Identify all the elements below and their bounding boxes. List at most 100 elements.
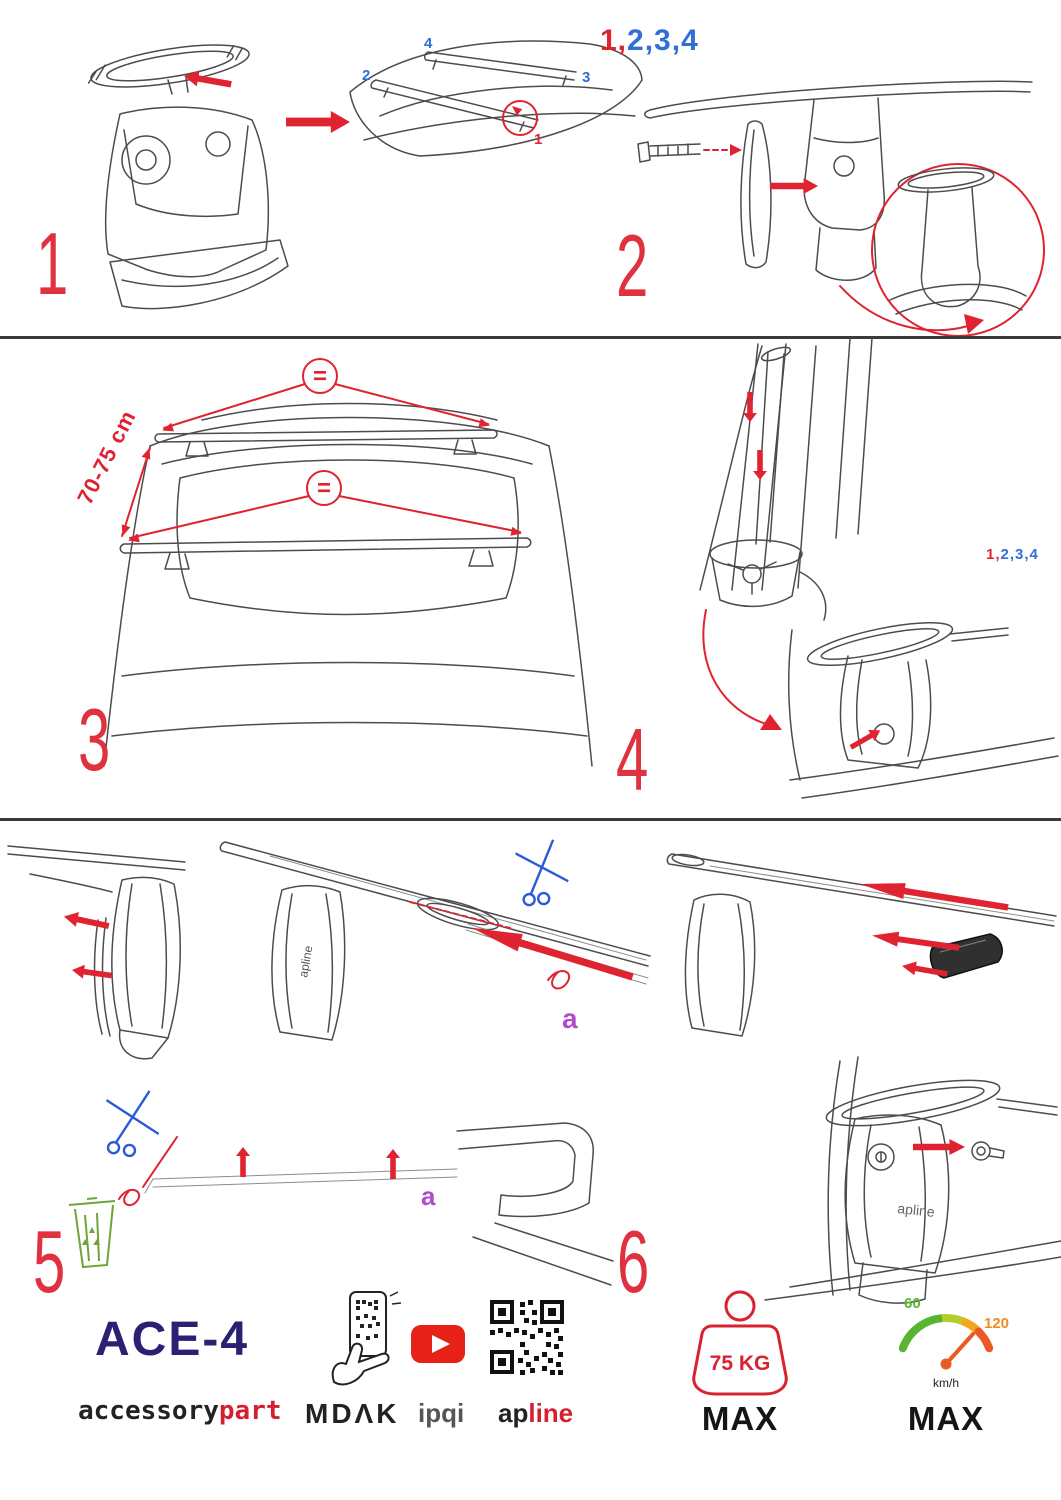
red-dashed-guide <box>409 901 511 929</box>
bar-and-foot-drawing <box>644 80 1033 281</box>
bar-drawing <box>825 1079 1058 1127</box>
brand-mdak: MDΛK <box>305 1398 400 1429</box>
trash-bin-icon <box>68 1197 116 1269</box>
bar-drawing <box>219 841 651 967</box>
bar-distance-measure: 70-75 cm <box>72 406 154 538</box>
sequence-blue: 2,3,4 <box>1000 546 1039 563</box>
detail-closeup-drawing <box>889 167 1027 315</box>
cut-line <box>142 1136 178 1188</box>
red-arrow <box>753 450 767 480</box>
step1-foot-assembly-diagram <box>87 44 350 310</box>
foot-highlight-circle <box>502 100 538 136</box>
rubber-strip-insert-diagram: apline a <box>219 839 651 1041</box>
brand-apline: apline <box>498 1398 573 1429</box>
crossbar-upper <box>154 429 498 457</box>
sequence-red: 1, <box>600 24 628 57</box>
crossbar-lower <box>119 537 532 570</box>
hand-icon <box>331 1342 390 1386</box>
qr-code <box>490 1300 564 1375</box>
red-arrowhead <box>964 314 984 334</box>
scan-phone-icon <box>331 1291 402 1386</box>
red-arrowhead <box>760 714 782 730</box>
step-4-number: 4 <box>616 710 649 809</box>
step5-trim-strip-diagram: a <box>68 1090 614 1286</box>
bolt-drawing <box>637 141 701 163</box>
bar-channel-drawing <box>456 1122 614 1286</box>
sequence-red: 1, <box>986 546 1001 563</box>
brand-part-red: part <box>218 1396 282 1426</box>
end-cap-slide-diagram <box>666 853 1057 1037</box>
product-name: ACE-4 <box>95 1313 250 1366</box>
step-6-number: 6 <box>617 1212 650 1311</box>
car-rear-outline <box>103 402 593 767</box>
wedge-drawing <box>740 120 772 269</box>
crossbars-on-roof <box>370 51 577 132</box>
red-up-arrow <box>236 1147 250 1177</box>
red-curved-arrow <box>839 285 969 332</box>
red-up-arrow <box>386 1149 400 1179</box>
foot-drawing <box>684 893 756 1037</box>
phone-qr-pixels <box>356 1300 380 1340</box>
sequence-blue: 2,3,4 <box>627 24 699 57</box>
step-2-number: 2 <box>616 216 649 315</box>
equals-sign: = <box>313 363 327 390</box>
step4-tighten-diagram <box>699 337 1059 799</box>
red-arrow <box>858 876 1010 916</box>
speed-unit-label: km/h <box>933 1376 959 1390</box>
foot-drawing <box>7 845 186 1060</box>
max-weight-icon: 75 KG <box>692 1290 788 1396</box>
measure-label: 70-75 cm <box>72 406 141 508</box>
equal-overhang-lower: = <box>127 470 524 545</box>
bar-drawing <box>666 853 1057 927</box>
strip-label-a: a <box>421 1181 436 1211</box>
strip-label-a: a <box>562 1003 578 1034</box>
brand-ipqi: ipqi <box>418 1398 465 1428</box>
foot-seam-detail-diagram <box>7 845 186 1060</box>
foot-body-drawing <box>104 77 289 310</box>
red-arrow <box>62 909 111 934</box>
step-5-number: 5 <box>33 1212 66 1311</box>
car-roof-overview-diagram: 4 2 3 1 <box>349 35 643 157</box>
red-curved-arrow <box>702 609 767 725</box>
speed-max-label: MAX <box>907 1400 985 1437</box>
pillar-closeup-drawing <box>699 337 873 621</box>
max-weight-value: 75 KG <box>710 1352 771 1375</box>
scissors-icon <box>105 1090 160 1158</box>
foot-drawing <box>271 885 346 1041</box>
brand-line-red: line <box>528 1398 574 1428</box>
step3-spacing-diagram: = = 70-75 cm <box>72 358 593 767</box>
brand-accessory-black: accessory <box>78 1396 219 1426</box>
foot-drawing <box>764 1056 1061 1304</box>
step-3-number: 3 <box>78 690 111 789</box>
red-arrow <box>71 963 113 983</box>
red-arrow <box>770 178 818 194</box>
apline-brand-on-foot: apline <box>296 944 315 978</box>
brand-accessorypart: accessorypart <box>78 1396 282 1426</box>
scrap-coil-doodle <box>118 1188 140 1206</box>
speed-high-label: 120 <box>984 1315 1009 1332</box>
callout-3: 3 <box>582 69 590 86</box>
equals-sign: = <box>317 475 331 502</box>
youtube-icon <box>411 1325 465 1363</box>
red-arrowhead <box>730 144 742 156</box>
car-roof-outline <box>349 40 643 157</box>
callout-1: 1 <box>534 131 542 148</box>
speed-low-label: 60 <box>904 1295 921 1312</box>
step-1-number: 1 <box>36 214 69 313</box>
speedometer-icon: 60 120 km/h <box>898 1295 1009 1390</box>
red-arrow <box>182 68 233 93</box>
step6-finished-foot-diagram: apline <box>764 1056 1061 1304</box>
section-divider-1 <box>0 336 1061 339</box>
sequence-label-step4: 1,2,3,4 <box>986 546 1039 563</box>
equal-overhang-upper: = <box>160 358 492 435</box>
section-divider-2 <box>0 818 1061 821</box>
rubber-strip <box>144 1168 458 1194</box>
crossbar-end-section <box>87 44 250 88</box>
speedometer-needle <box>944 1332 975 1366</box>
weight-max-label: MAX <box>701 1400 779 1437</box>
brand-ap-black: ap <box>498 1398 529 1428</box>
foot-on-roof-drawing <box>787 621 1059 799</box>
scissors-icon <box>515 839 569 907</box>
step2-bolt-wedge-diagram <box>637 80 1045 337</box>
